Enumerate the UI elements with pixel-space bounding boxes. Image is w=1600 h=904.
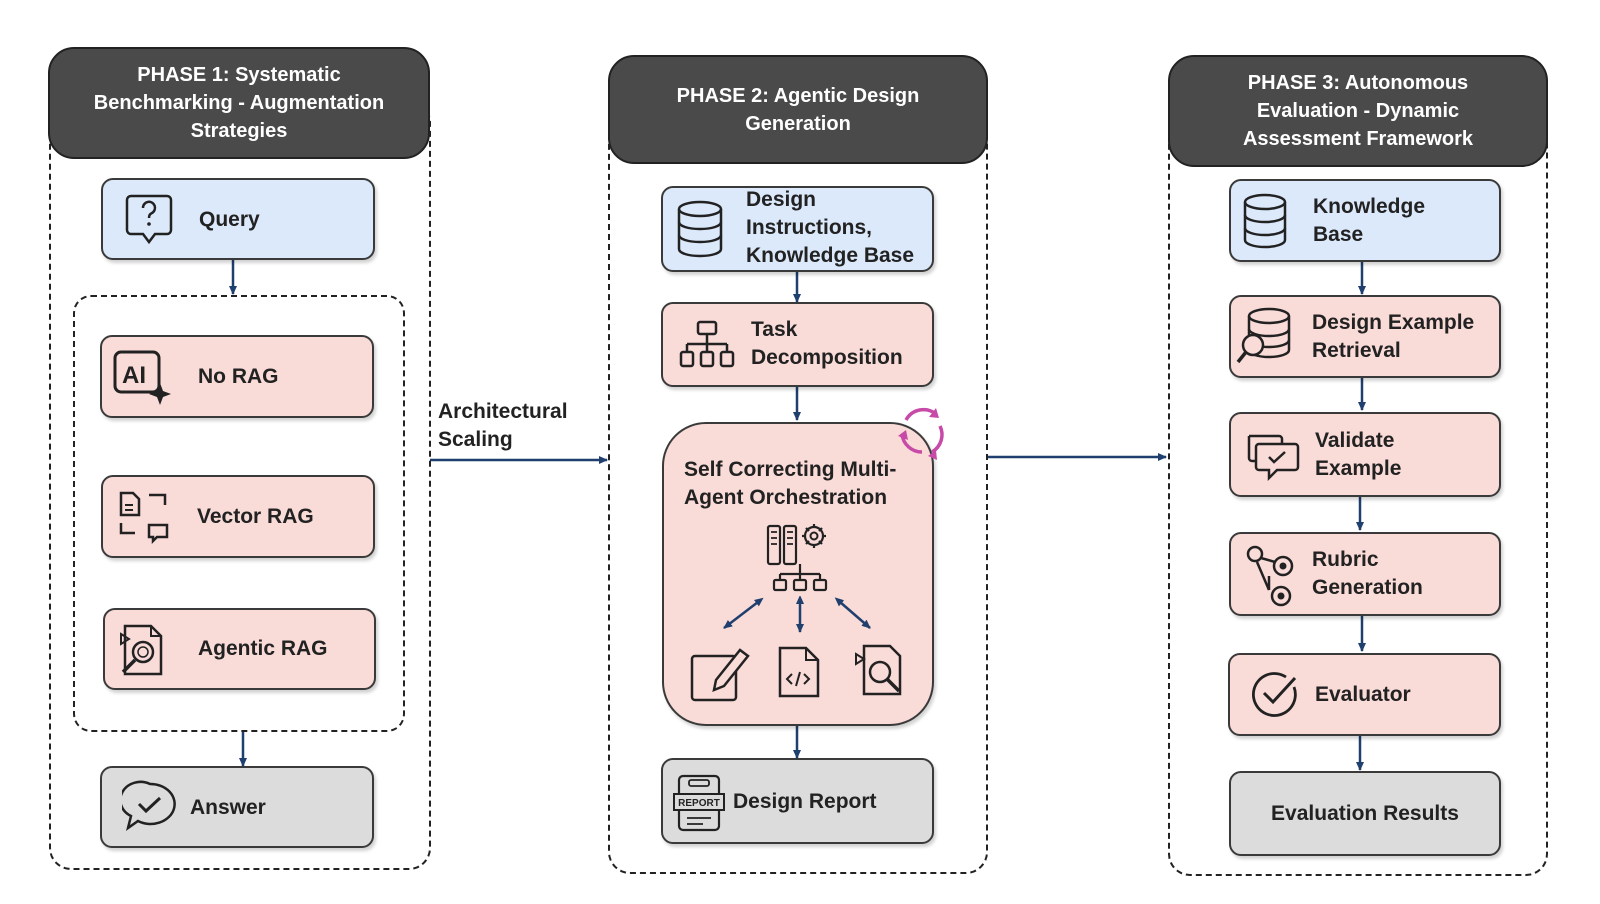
server-gear-icon <box>766 524 828 592</box>
check-circle-icon <box>1251 672 1297 717</box>
no-rag-box: AI No RAG <box>100 335 374 418</box>
architectural-scaling-label: Architectural Scaling <box>438 400 568 451</box>
query-box: Query <box>101 178 375 260</box>
agentic-rag-label: Agentic RAG <box>198 637 328 660</box>
database-search-icon <box>1236 307 1291 364</box>
orchestration-box: Self Correcting Multi- Agent Orchestrati… <box>662 422 934 726</box>
rubric-generation-box: Rubric Generation <box>1229 532 1501 616</box>
hierarchy-icon <box>679 320 735 368</box>
task-decomposition-label: Task Decomposition <box>751 318 903 369</box>
design-instructions-box: Design Instructions, Knowledge Base <box>661 186 934 272</box>
database-icon <box>677 200 723 258</box>
answer-box: Answer <box>100 766 374 848</box>
chat-check-icon <box>122 780 176 831</box>
vector-rag-label: Vector RAG <box>197 505 314 528</box>
rubric-generation-label: Rubric Generation <box>1312 548 1423 599</box>
document-search-icon <box>855 644 902 696</box>
database-icon <box>1243 193 1287 249</box>
cycle-icon <box>898 407 944 460</box>
document-search-icon <box>120 624 163 676</box>
design-example-retrieval-box: Design Example Retrieval <box>1229 295 1501 378</box>
task-decomposition-box: Task Decomposition <box>661 302 934 387</box>
phase2-header: PHASE 2: Agentic Design Generation <box>608 55 988 164</box>
phase1-header: PHASE 1: Systematic Benchmarking - Augme… <box>48 47 430 159</box>
design-report-label: Design Report <box>733 790 877 813</box>
design-example-retrieval-label: Design Example Retrieval <box>1312 311 1475 362</box>
report-icon: REPORT <box>673 774 725 832</box>
validate-example-box: Validate Example <box>1229 412 1501 497</box>
vector-rag-icon <box>119 491 169 545</box>
evaluator-box: Evaluator <box>1228 653 1501 736</box>
knowledge-base-label: Knowledge Base <box>1313 195 1426 246</box>
agentic-rag-box: Agentic RAG <box>103 608 376 690</box>
query-label: Query <box>199 208 260 231</box>
design-instructions-label: Design Instructions, Knowledge Base <box>746 188 915 267</box>
evaluation-results-box: Evaluation Results <box>1229 771 1501 856</box>
ai-sparkle-icon: AI <box>113 350 171 405</box>
knowledge-base-box: Knowledge Base <box>1229 179 1501 262</box>
rubric-gears-icon <box>1246 545 1294 607</box>
augmentation-strategies-group <box>73 295 405 732</box>
question-icon <box>125 194 173 245</box>
design-report-box: REPORT Design Report <box>661 758 934 844</box>
orchestration-label: Self Correcting Multi- Agent Orchestrati… <box>684 458 897 509</box>
edit-note-icon <box>690 648 750 702</box>
vector-rag-box: Vector RAG <box>101 475 375 558</box>
answer-label: Answer <box>190 796 266 819</box>
orchestration-arrows <box>723 596 871 633</box>
validate-example-label: Validate Example <box>1315 429 1402 480</box>
evaluation-results-label: Evaluation Results <box>1271 801 1459 825</box>
evaluator-label: Evaluator <box>1315 683 1411 706</box>
no-rag-label: No RAG <box>198 365 279 388</box>
code-file-icon <box>778 646 820 698</box>
phase3-header: PHASE 3: Autonomous Evaluation - Dynamic… <box>1168 55 1548 167</box>
ai-icon-text: AI <box>122 362 146 389</box>
validate-chat-icon <box>1247 434 1300 482</box>
report-icon-text: REPORT <box>678 798 720 809</box>
